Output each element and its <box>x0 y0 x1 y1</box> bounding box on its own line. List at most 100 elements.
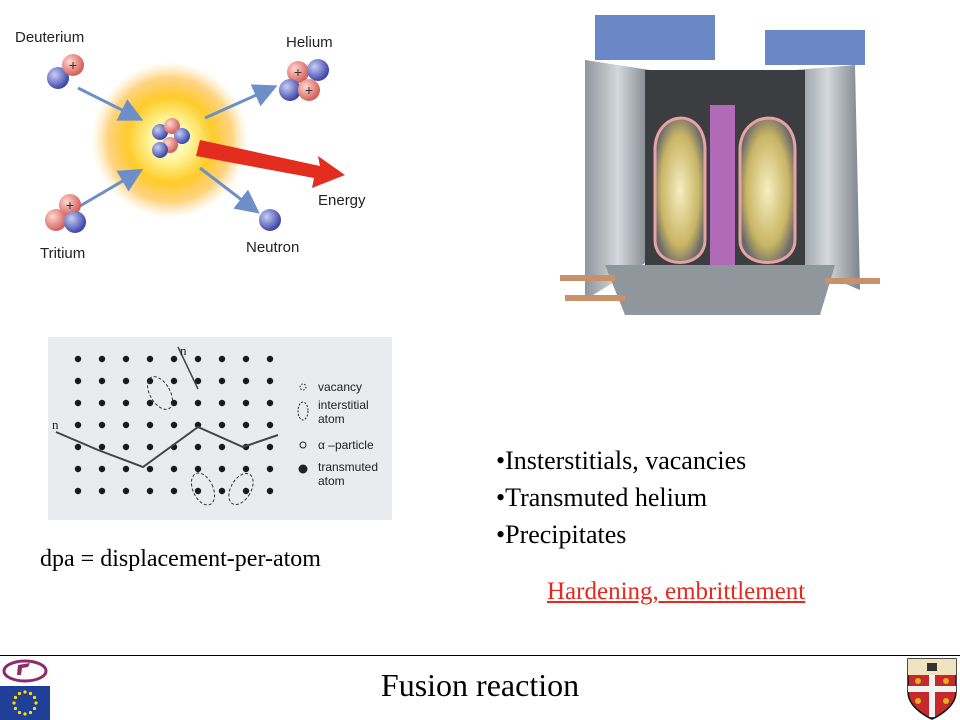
vacuum-vessel-right <box>738 116 797 264</box>
neutron-label: Neutron <box>246 239 299 256</box>
helium-label: Helium <box>286 34 333 51</box>
eu-star-icon <box>28 691 33 696</box>
cryostat-top-left <box>595 15 715 60</box>
lattice-atom <box>146 399 154 407</box>
lattice-atom <box>218 377 226 385</box>
lattice-atom <box>122 399 130 407</box>
lattice-atom <box>266 399 274 407</box>
lattice-atom <box>170 377 178 385</box>
neutron-arrow <box>199 166 260 214</box>
legend-transmuted: transmuted <box>318 460 378 474</box>
neutron-particle <box>259 209 281 231</box>
proton-plus: + <box>69 57 77 73</box>
lattice-atom <box>266 355 274 363</box>
alpha-particle-symbol <box>299 441 307 449</box>
interstitial-ellipse <box>190 472 216 506</box>
lattice-atom <box>98 465 106 473</box>
lattice-atom <box>146 487 154 495</box>
lattice-atom <box>98 487 106 495</box>
lattice-atom <box>194 465 202 473</box>
eu-star-icon <box>12 701 16 705</box>
lattice-atom <box>98 399 106 407</box>
lattice-atom <box>194 355 202 363</box>
lattice-atom <box>194 487 202 495</box>
proton-plus: + <box>305 82 313 98</box>
lattice-atom <box>170 421 178 429</box>
lattice-atom <box>266 443 274 451</box>
helium-atom: + + <box>279 59 329 101</box>
hardening-embrittlement-conclusion: Hardening, embrittlement <box>547 578 806 605</box>
lattice-atom <box>98 355 106 363</box>
lattice-atom <box>194 377 202 385</box>
eu-star-icon <box>34 701 38 705</box>
lattice-atom <box>122 421 130 429</box>
lattice-atom <box>194 399 202 407</box>
crest-lion-icon <box>915 698 921 704</box>
lattice-atom <box>218 399 226 407</box>
radiation-damage-lattice-diagram: n n vacancy interstitial atom α –particl… <box>48 337 392 520</box>
lattice-atom <box>122 465 130 473</box>
legend-transmuted-atom: atom <box>318 474 345 488</box>
fusion-reaction-diagram: + + + + Deuterium Tritium Helium Neutron… <box>15 29 366 262</box>
lattice-atom <box>122 487 130 495</box>
helium-arrow <box>204 84 278 120</box>
neutron-label-top: n <box>180 343 187 358</box>
lattice-atom <box>74 487 82 495</box>
lattice-atom <box>170 355 178 363</box>
lattice-atom <box>122 443 130 451</box>
lattice-atom <box>218 355 226 363</box>
deuterium-atom: + <box>47 54 84 89</box>
tritium-arrow <box>79 168 144 208</box>
tritium-atom: + <box>45 194 86 233</box>
crest-cross-vertical <box>929 675 935 717</box>
legend-interstitial: interstitial <box>318 398 369 412</box>
crest-lion-icon <box>915 678 921 684</box>
damage-bullet-list: Insterstitials, vacancies Transmuted hel… <box>496 442 746 553</box>
energy-arrow <box>196 140 345 188</box>
eu-star-icon <box>28 710 33 715</box>
lattice-atom <box>98 421 106 429</box>
interstitial-symbol <box>297 401 309 421</box>
lattice-atom <box>170 487 178 495</box>
central-solenoid <box>710 105 735 265</box>
reactor-base <box>605 265 835 315</box>
deuterium-label: Deuterium <box>15 29 84 46</box>
eu-star-icon <box>13 706 18 711</box>
lattice-atom <box>74 443 82 451</box>
lattice-atom <box>170 465 178 473</box>
eu-star-icon <box>23 690 27 694</box>
slide-title: Fusion reaction <box>380 667 580 703</box>
marie-curie-eu-logo <box>0 659 50 720</box>
incoming-neutron-path <box>177 346 199 390</box>
lattice-atom <box>194 421 202 429</box>
lattice-atom <box>74 399 82 407</box>
eu-star-icon <box>32 706 37 711</box>
cryostat-right-wall <box>795 65 860 290</box>
eu-star-icon <box>23 712 27 716</box>
lattice-atom <box>146 377 154 385</box>
lattice-atom <box>242 377 250 385</box>
lattice-atom <box>242 355 250 363</box>
lattice-atom <box>194 443 202 451</box>
lattice-atom <box>218 487 226 495</box>
crest-book-icon <box>927 663 937 671</box>
cryostat-left-wall <box>585 60 650 300</box>
pipe <box>560 275 615 281</box>
lattice-atom <box>74 377 82 385</box>
lattice-atom <box>146 355 154 363</box>
dpa-definition: dpa = displacement-per-atom <box>40 546 321 572</box>
lattice-atom <box>74 355 82 363</box>
proton-plus: + <box>66 197 74 213</box>
lattice-atom <box>98 443 106 451</box>
deuterium-arrow <box>77 86 144 121</box>
lattice-atom <box>74 465 82 473</box>
energy-label: Energy <box>318 192 366 209</box>
lattice-atoms <box>74 355 274 495</box>
bullet-item: Insterstitials, vacancies <box>496 442 746 479</box>
eu-stars-icon <box>12 690 38 716</box>
fused-nucleus <box>152 118 190 158</box>
bullet-item: Precipitates <box>496 516 746 553</box>
interstitial-ellipse <box>228 472 254 506</box>
mc-swoosh-icon <box>2 659 48 683</box>
lattice-atom <box>218 421 226 429</box>
